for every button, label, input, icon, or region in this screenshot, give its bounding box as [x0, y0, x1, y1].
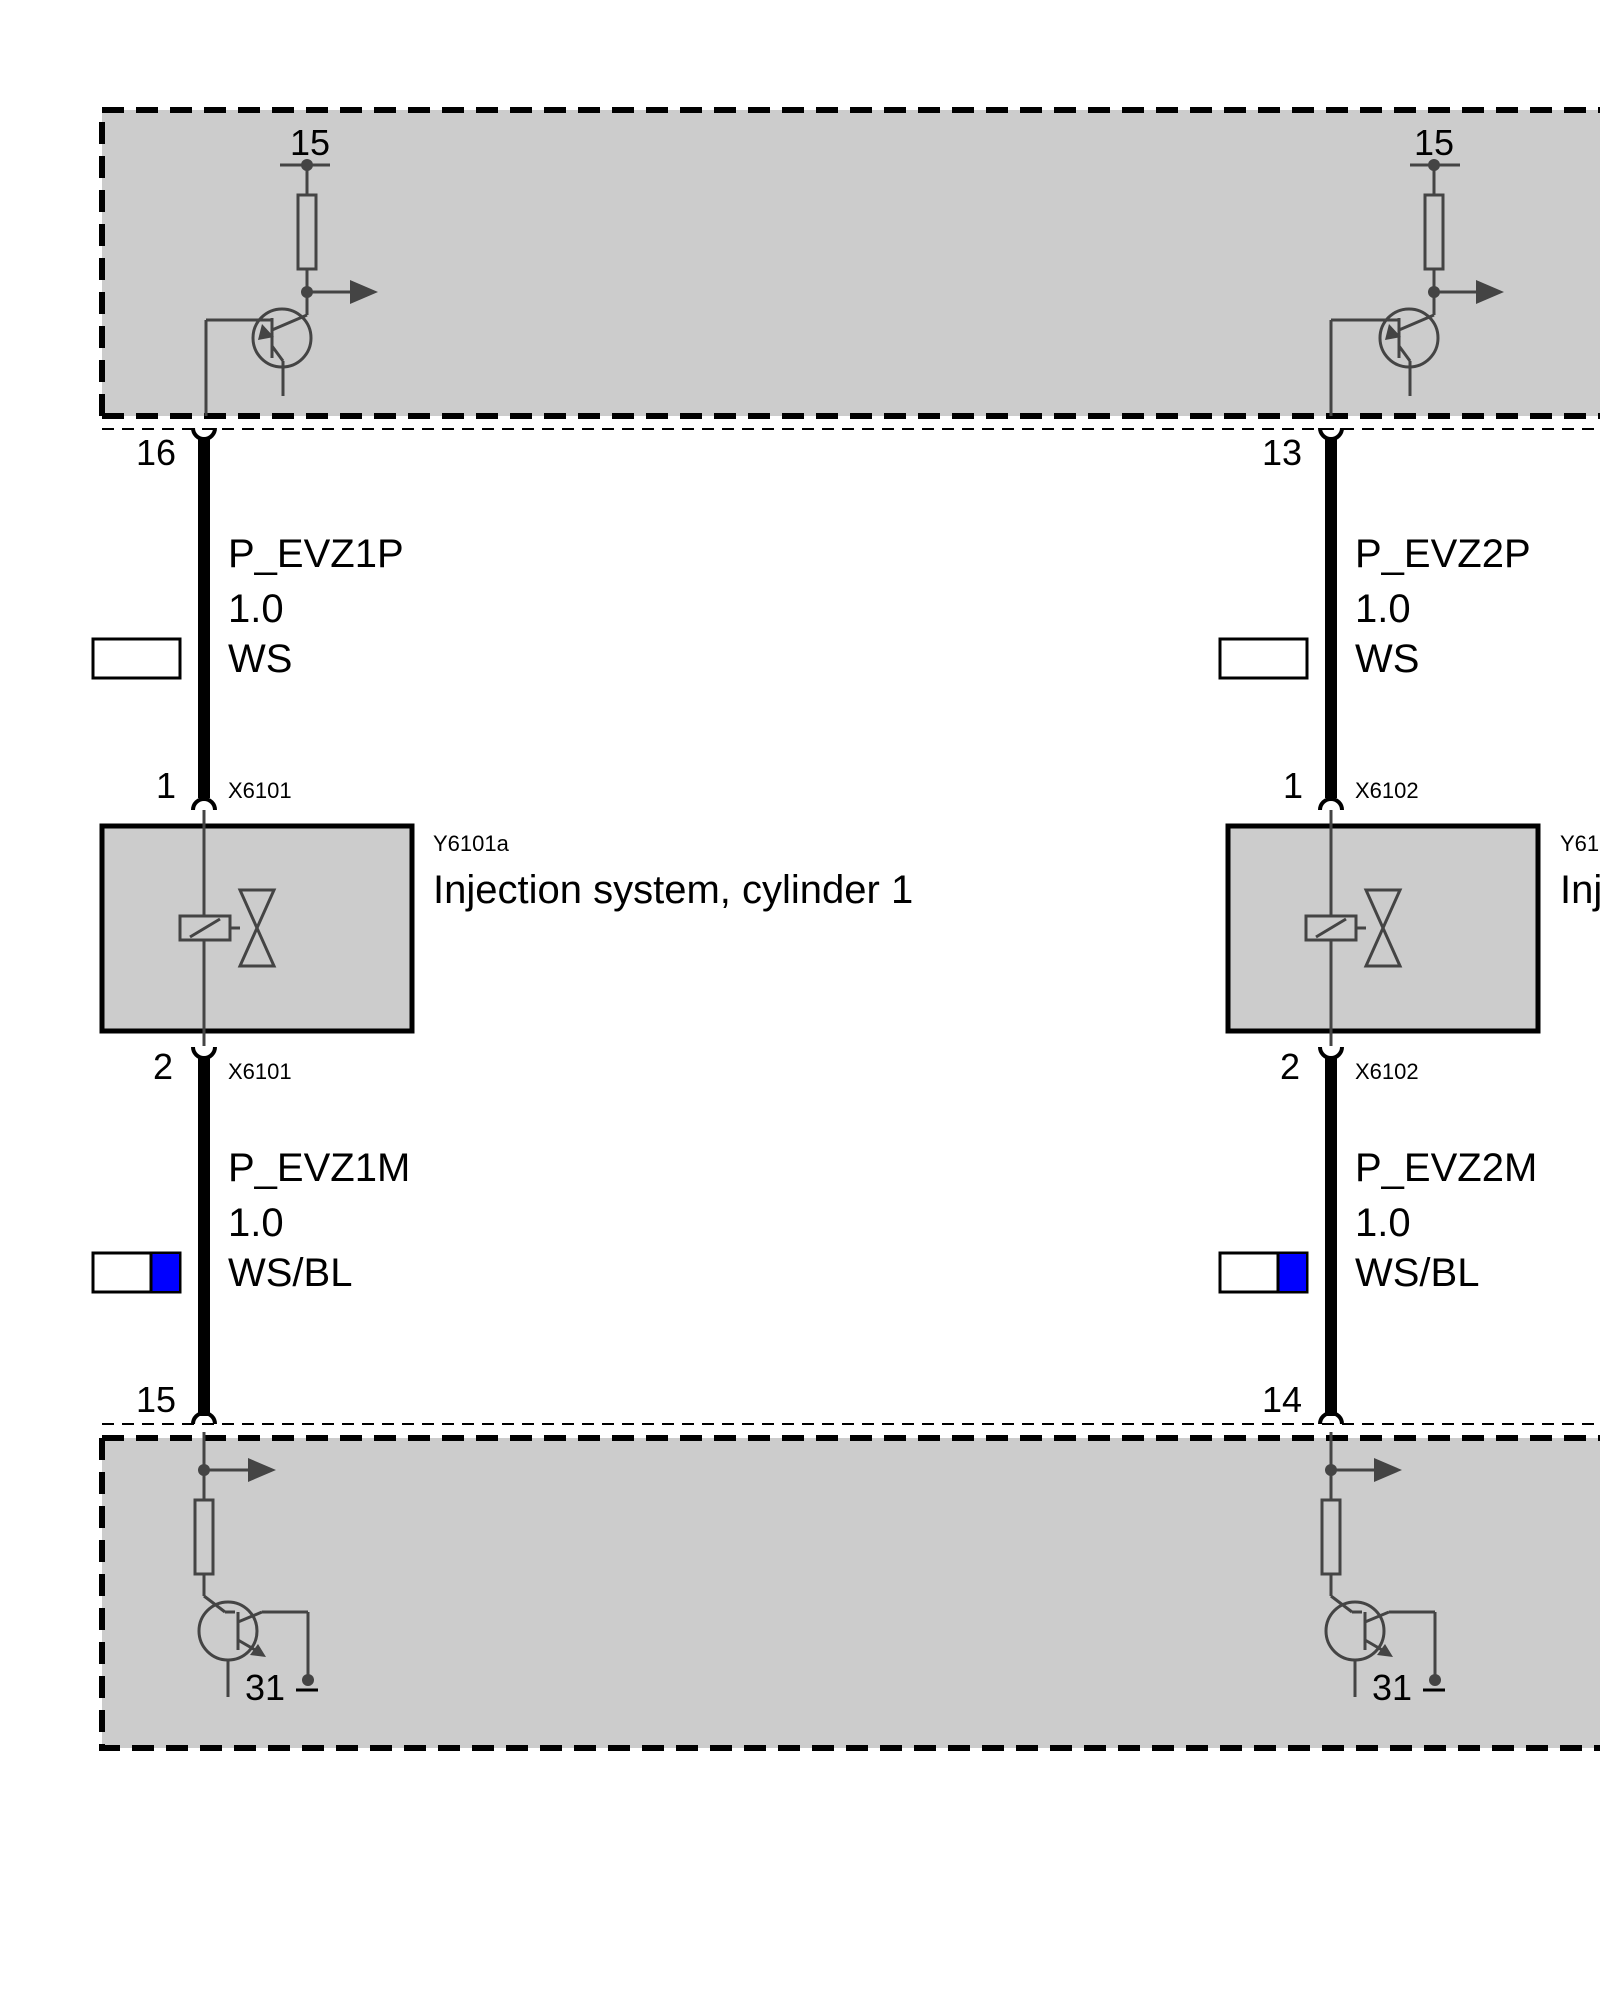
connector-pin-label: 2 [153, 1046, 173, 1087]
channel-1: 15 16 P_EVZ1P 1.0 WS 1 X6101 Y6101a Inje… [91, 122, 913, 1708]
component-description: Injection system, cylinder 1 [433, 868, 913, 912]
emitter-arrow-icon [258, 324, 274, 340]
ground-terminal-label: 31 [245, 1667, 285, 1708]
wire-color-label: WS [228, 637, 292, 681]
pin-socket [191, 1411, 217, 1425]
low-side-driver-2 [1320, 1432, 1445, 1697]
connector-socket [191, 1046, 217, 1060]
junction-dot [1428, 286, 1440, 298]
component-id-label: Y6101a [433, 831, 510, 856]
junction-dot [301, 159, 313, 171]
connector-id-label: X6102 [1355, 778, 1419, 803]
wire-color-label: WS/BL [228, 1251, 352, 1295]
output-arrow-icon [248, 1458, 276, 1482]
injector-valve-icon [178, 810, 277, 1046]
junction-dot [1325, 1464, 1337, 1476]
wire-color-swatch [1218, 637, 1309, 680]
injector-valve-icon [1304, 810, 1403, 1046]
connector-pin-label: 1 [156, 765, 176, 806]
connector-id-label: X6101 [228, 1059, 292, 1084]
connector-socket [191, 797, 217, 811]
emitter-arrow-icon [1385, 324, 1401, 340]
control-unit-top [99, 107, 1600, 430]
wire-size-label: 1.0 [1355, 1201, 1411, 1245]
emitter-arrow-icon [250, 1644, 266, 1657]
bottom-pin-label: 15 [136, 1379, 176, 1420]
top-pin-label: 16 [136, 432, 176, 473]
connector-id-label: X6102 [1355, 1059, 1419, 1084]
connector-pin-label: 1 [1283, 765, 1303, 806]
connector-pin-label: 2 [1280, 1046, 1300, 1087]
junction-dot [1429, 1674, 1441, 1686]
wire-color-swatch [91, 1251, 182, 1294]
wire-signal-label: P_EVZ2P [1355, 532, 1531, 576]
wire-size-label: 1.0 [228, 587, 284, 631]
output-arrow-icon [1374, 1458, 1402, 1482]
component-id-label: Y610 [1560, 831, 1600, 856]
channel-2: 15 13 P_EVZ2P 1.0 WS 1 X6102 Y610 Inj 2 … [1218, 122, 1600, 1708]
wire-signal-label: P_EVZ1P [228, 532, 404, 576]
top-pin-label: 13 [1262, 432, 1302, 473]
junction-dot [302, 1674, 314, 1686]
wire-color-label: WS [1355, 637, 1419, 681]
emitter-arrow-icon [1377, 1644, 1393, 1657]
control-unit-bottom [99, 1423, 1600, 1751]
output-arrow-icon [1476, 280, 1504, 304]
wire-signal-label: P_EVZ2M [1355, 1146, 1537, 1190]
component-description: Inj [1560, 868, 1600, 912]
connector-socket [1318, 797, 1344, 811]
supply-terminal-label: 15 [290, 122, 330, 163]
wire-color-swatch [91, 637, 182, 680]
supply-terminal-label: 15 [1414, 122, 1454, 163]
connector-id-label: X6101 [228, 778, 292, 803]
junction-dot [198, 1464, 210, 1476]
wire-color-swatch [1218, 1251, 1309, 1294]
wire-size-label: 1.0 [228, 1201, 284, 1245]
wire-size-label: 1.0 [1355, 587, 1411, 631]
pin-socket [1318, 1411, 1344, 1425]
wire-signal-label: P_EVZ1M [228, 1146, 410, 1190]
junction-dot [301, 286, 313, 298]
wire-color-label: WS/BL [1355, 1251, 1479, 1295]
connector-socket [1318, 1046, 1344, 1060]
bottom-pin-label: 14 [1262, 1379, 1302, 1420]
junction-dot [1428, 159, 1440, 171]
output-arrow-icon [350, 280, 378, 304]
ground-terminal-label: 31 [1372, 1667, 1412, 1708]
